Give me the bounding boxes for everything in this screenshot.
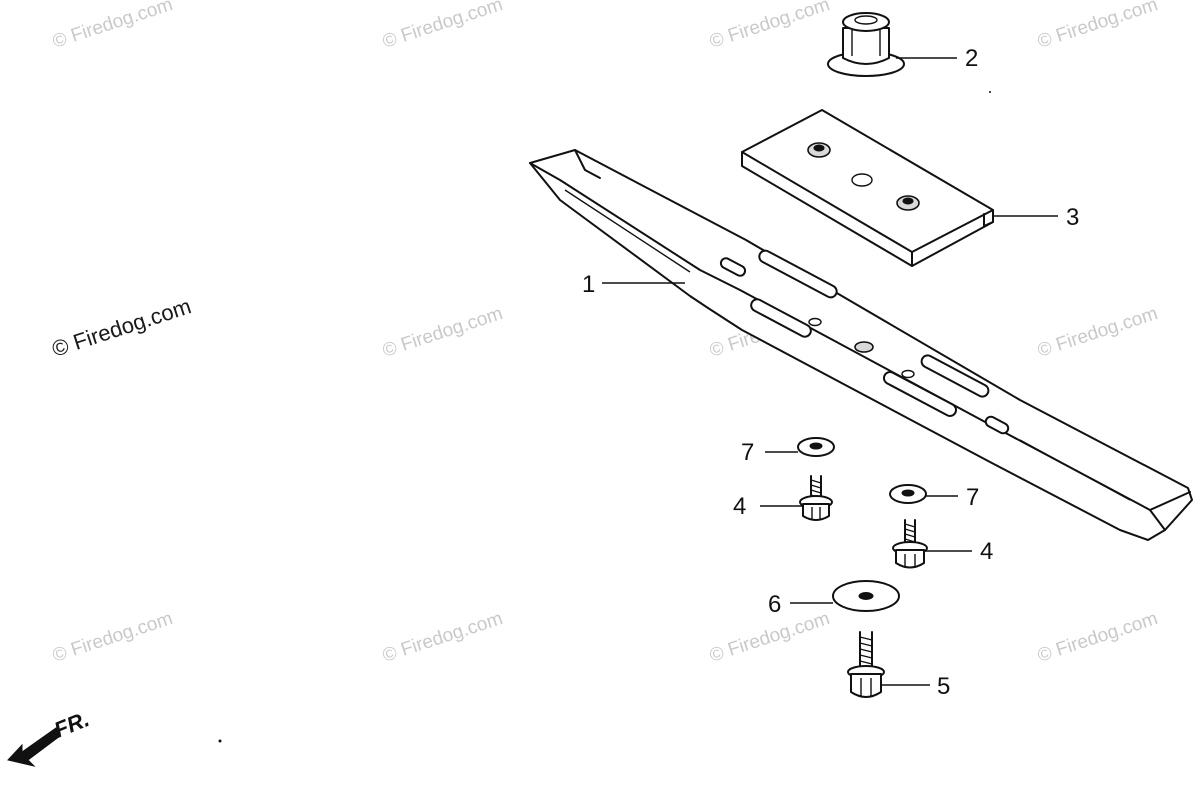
part-7-washer-right [889, 484, 927, 504]
watermark: © Firedog.com [1035, 303, 1160, 362]
arrow-left-icon [7, 727, 61, 767]
watermark: © Firedog.com [707, 0, 832, 53]
watermark: © Firedog.com [380, 0, 505, 53]
direction-label: FR. [51, 706, 93, 742]
watermark: © Firedog.com [1035, 608, 1160, 667]
part-7-washer-left [797, 437, 835, 457]
part-2-adapter [827, 12, 905, 77]
watermark: © Firedog.com [50, 0, 175, 53]
callout-1: 1 [582, 271, 595, 298]
watermarks: © Firedog.com © Firedog.com © Firedog.co… [49, 0, 1160, 667]
stray-dot [218, 739, 222, 743]
part-4-bolt-left [799, 475, 833, 521]
watermark: © Firedog.com [380, 303, 505, 362]
watermark: © Firedog.com [49, 293, 194, 361]
callout-4-left: 4 [733, 493, 746, 520]
callout-7-left: 7 [741, 439, 754, 466]
watermark: © Firedog.com [50, 608, 175, 667]
part-4-bolt-right [892, 519, 928, 569]
watermark: © Firedog.com [380, 608, 505, 667]
callout-3: 3 [1066, 204, 1079, 231]
callout-7-right: 7 [966, 484, 979, 511]
part-5-bolt [847, 631, 885, 698]
callout-6: 6 [768, 591, 781, 618]
watermark: © Firedog.com [1035, 0, 1160, 53]
stray-dot [989, 91, 991, 93]
callout-5: 5 [937, 673, 950, 700]
part-3-blade-holder [741, 109, 994, 267]
part-1-mower-blade [529, 149, 1193, 541]
leader-lines [602, 57, 1058, 686]
part-6-large-washer [832, 580, 900, 612]
callout-4-right: 4 [980, 538, 993, 565]
callouts: 1 2 3 4 4 5 6 7 7 [582, 45, 1079, 700]
callout-2: 2 [965, 45, 978, 72]
front-direction-arrow: FR. [7, 706, 93, 767]
